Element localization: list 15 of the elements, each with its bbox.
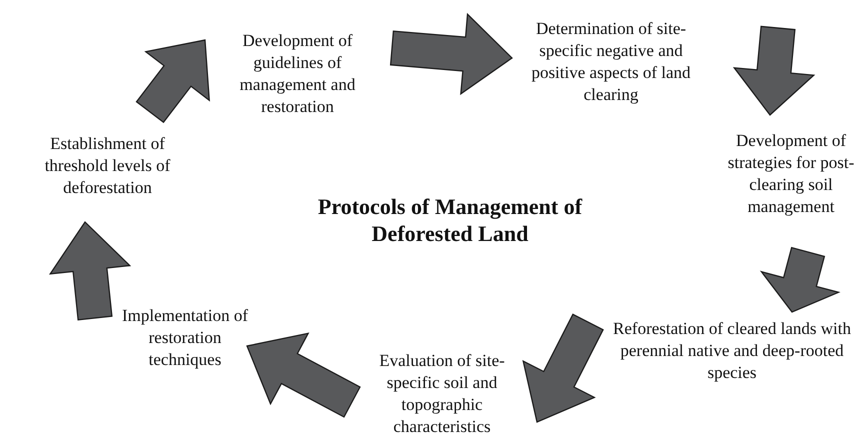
step-text: Evaluation of site-specific soil and topographic characteristics xyxy=(372,350,512,438)
block-arrow xyxy=(48,221,132,320)
block-arrow xyxy=(760,246,840,313)
diagram-title: Protocols of Management of Deforested Land xyxy=(316,193,584,247)
step-text: Reforestation of cleared lands with perennial native and deep-rooted species xyxy=(598,318,866,384)
step-text: Determination of site-specific negative and positive aspects of land clearing xyxy=(522,18,700,106)
block-arrow xyxy=(732,26,816,116)
block-arrow xyxy=(136,39,210,124)
step-text: Development of guidelines of management and restoration xyxy=(225,30,370,118)
step-text: Development of strategies for post-clearing soil management xyxy=(715,130,867,218)
block-arrow xyxy=(390,12,513,96)
step-text: Establishment of threshold levels of deforestation xyxy=(25,133,190,199)
block-arrow xyxy=(522,314,604,423)
step-text: Implementation of restoration techniques xyxy=(115,305,255,371)
block-arrow xyxy=(246,332,361,418)
